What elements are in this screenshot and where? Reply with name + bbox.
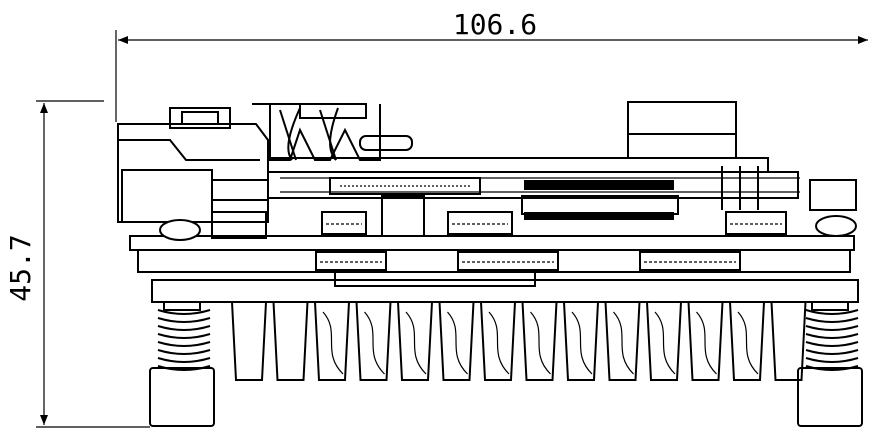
heatsink-fin — [438, 301, 475, 381]
mounting-feet — [149, 301, 863, 427]
fan-blade-edge — [654, 311, 676, 375]
upper-board — [267, 157, 857, 220]
spring-coil — [805, 325, 859, 331]
fan-blade-edge — [364, 311, 385, 375]
height-dimension-label: 45.7 — [4, 234, 37, 301]
spring-coil — [805, 341, 859, 347]
width-dimension-label: 106.6 — [453, 8, 537, 41]
heatsink-fin — [480, 301, 516, 381]
spring-coil — [805, 349, 859, 355]
spring-coil — [157, 357, 211, 363]
fan-shroud — [252, 103, 413, 161]
heatsink-fin — [397, 301, 433, 381]
board-connectors — [211, 195, 787, 239]
fan-blade-edge — [322, 311, 344, 375]
heatsink-fins — [231, 301, 807, 381]
heatsink-fin — [646, 301, 682, 381]
heatsink-fin — [604, 301, 641, 381]
spring-coil — [157, 333, 211, 339]
fan-blade-edge — [488, 311, 510, 375]
heatsink-fin — [231, 301, 267, 381]
heatsink-fin — [314, 301, 350, 381]
fan-blade-edge — [530, 311, 551, 375]
right-foot — [797, 367, 863, 427]
mounting-springs — [157, 309, 859, 371]
spring-coil — [157, 341, 211, 347]
main-pcb — [129, 215, 857, 273]
spring-coil — [157, 317, 211, 323]
fan-blade-edge — [447, 311, 468, 375]
fan-blade-edge — [405, 311, 427, 375]
fan-blade-edge — [696, 311, 717, 375]
spring-coil — [157, 309, 211, 315]
left-foot — [149, 367, 215, 427]
spring-coil — [805, 309, 859, 315]
left-connector-block — [117, 107, 269, 223]
heatsink-fin — [687, 301, 724, 381]
heatsink-fin — [272, 301, 309, 381]
upper-right-box — [627, 101, 737, 159]
spring-coil — [805, 357, 859, 363]
width-dimension: 106.6 — [115, 8, 868, 122]
height-dimension: 45.7 — [4, 100, 150, 428]
heatsink-fin — [521, 301, 558, 381]
spring-coil — [805, 317, 859, 323]
heatsink-fin — [355, 301, 392, 381]
fan-blade-edge — [737, 311, 759, 375]
spring-coil — [157, 325, 211, 331]
spring-coil — [805, 333, 859, 339]
fan-blade-edge — [613, 311, 634, 375]
heatsink-fin — [770, 301, 807, 381]
fan-blade-edge — [571, 311, 593, 375]
heatsink-fin — [563, 301, 599, 381]
heatsink-fin — [729, 301, 765, 381]
heatsink-base — [151, 271, 859, 303]
spring-coil — [157, 349, 211, 355]
